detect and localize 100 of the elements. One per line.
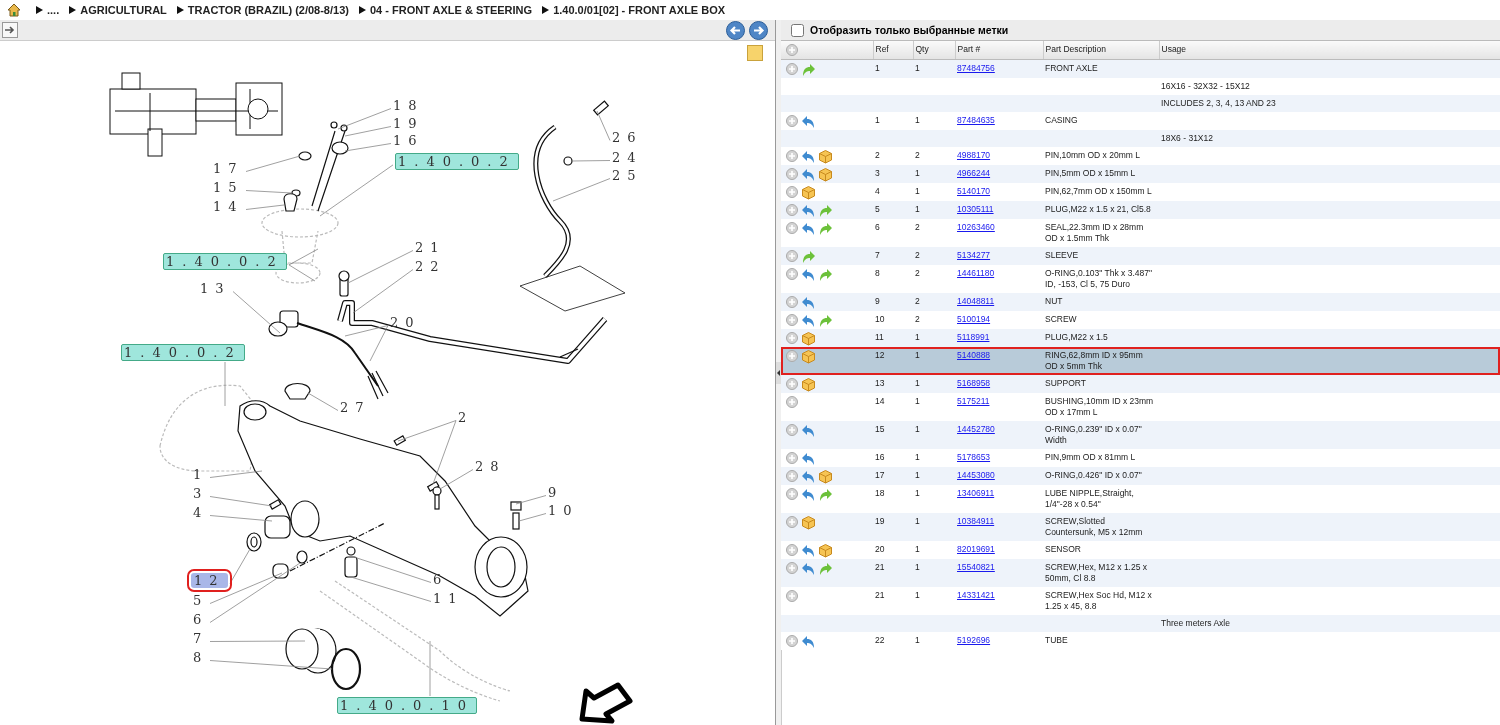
- quantity: 1: [913, 393, 955, 421]
- reference-label: 1.40.0.2: [395, 153, 519, 170]
- leader-line: [429, 640, 431, 697]
- leader-line: [245, 155, 301, 172]
- reference-label: 1.40.0.10: [337, 697, 478, 714]
- quantity: 1: [913, 375, 955, 393]
- callout-number: 19: [393, 116, 424, 131]
- part-number-link: 87484635: [957, 115, 995, 125]
- quantity: 2: [913, 247, 955, 265]
- leader-line: [344, 325, 389, 337]
- quantity: 1: [913, 541, 955, 559]
- callout-number: 26: [612, 130, 643, 145]
- callout-number: 6: [193, 612, 209, 627]
- leader-line: [307, 392, 339, 411]
- ref-number: 16: [873, 449, 913, 467]
- part-description: SUPPORT: [1043, 375, 1159, 393]
- leader-line: [439, 469, 474, 490]
- part-description: NUT: [1043, 293, 1159, 311]
- callout-number: 7: [193, 631, 209, 646]
- callout-number: 17: [213, 161, 244, 176]
- callout-number: 14: [213, 199, 244, 214]
- part-number-link: 4966244: [957, 168, 991, 178]
- callout-number: 16: [393, 133, 424, 148]
- leader-line: [319, 164, 394, 217]
- quantity: 1: [913, 59, 955, 78]
- ref-number: 14: [873, 393, 913, 421]
- quantity: 1: [913, 421, 955, 449]
- quantity: 1: [913, 587, 955, 615]
- part-description: SCREW,Hex, M12 x 1.25 x 50mm, Cl 8.8: [1043, 559, 1159, 587]
- usage-note: INCLUDES 2, 3, 4, 13 AND 23: [1159, 95, 1500, 112]
- callout-number: 8: [193, 650, 209, 665]
- ref-number: 2: [873, 147, 913, 165]
- callout-number: 6: [433, 572, 449, 587]
- part-description: PIN,9mm OD x 81mm L: [1043, 449, 1159, 467]
- part-description: O-RING,0.426" ID x 0.07": [1043, 467, 1159, 485]
- quantity: 2: [913, 311, 955, 329]
- quantity: 1: [913, 485, 955, 513]
- callout-number: 10: [548, 503, 579, 518]
- quantity: 1: [913, 449, 955, 467]
- ref-number: 18: [873, 485, 913, 513]
- reference-label: 1.40.0.2: [163, 253, 287, 270]
- leader-line: [350, 576, 432, 602]
- breadcrumb-link: ....: [47, 4, 60, 16]
- usage-note: 18X6 - 31X12: [1159, 130, 1500, 147]
- leader-line: [209, 470, 263, 478]
- leader-line: [344, 126, 392, 137]
- part-number-link: 10384911: [957, 516, 995, 526]
- callout-number: 28: [475, 459, 506, 474]
- ref-number: 1: [873, 59, 913, 78]
- leader-line: [515, 495, 547, 505]
- ref-number: 21: [873, 587, 913, 615]
- quantity: 1: [913, 513, 955, 541]
- callout-number: 13: [200, 281, 231, 296]
- part-description: SCREW: [1043, 311, 1159, 329]
- leader-line: [209, 496, 273, 507]
- ref-number: 22: [873, 632, 913, 650]
- part-number-link: 87484756: [957, 63, 995, 73]
- leader-line: [337, 108, 392, 130]
- part-description: PIN,10mm OD x 20mm L: [1043, 147, 1159, 165]
- ref-number: 20: [873, 541, 913, 559]
- leader-line: [369, 325, 389, 362]
- quantity: 1: [913, 329, 955, 347]
- callout-number: 3: [193, 486, 209, 501]
- leader-line: [288, 248, 319, 266]
- part-number-link: 14331421: [957, 590, 995, 600]
- breadcrumb-link: AGRICULTURAL: [80, 4, 167, 16]
- callout-number: 20: [390, 315, 421, 330]
- ref-number: 5: [873, 201, 913, 219]
- callout-number: 22: [415, 259, 446, 274]
- callout-number: 9: [548, 485, 564, 500]
- ref-number: 9: [873, 293, 913, 311]
- ref-number: 10: [873, 311, 913, 329]
- leader-line: [397, 420, 457, 442]
- part-number-link: 14461180: [957, 268, 995, 278]
- part-description: FRONT AXLE: [1043, 59, 1159, 78]
- ref-number: 8: [873, 265, 913, 293]
- ref-number: 4: [873, 183, 913, 201]
- quantity: 1: [913, 201, 955, 219]
- part-description: BUSHING,10mm ID x 23mm OD x 17mm L: [1043, 393, 1159, 421]
- part-number-link: 5118991: [957, 332, 990, 342]
- callout-number: 2: [458, 410, 474, 425]
- part-number-link: 5140888: [957, 350, 991, 360]
- part-number-link: 5175211: [957, 396, 990, 406]
- part-number-link: 5192696: [957, 635, 991, 645]
- breadcrumb-link: 1.40.0/01[02] - FRONT AXLE BOX: [553, 4, 726, 16]
- leader-line: [209, 640, 306, 642]
- leader-line: [571, 160, 611, 162]
- quantity: 2: [913, 265, 955, 293]
- quantity: 1: [913, 467, 955, 485]
- leader-line: [344, 143, 392, 152]
- breadcrumb-link: 04 - FRONT AXLE & STEERING: [369, 4, 533, 16]
- part-description: SLEEVE: [1043, 247, 1159, 265]
- reference-label: 1.40.0.2: [121, 344, 245, 361]
- callout-number: 18: [393, 98, 424, 113]
- column-header: Usage: [1159, 41, 1500, 60]
- ref-number: 13: [873, 375, 913, 393]
- ref-number: 21: [873, 559, 913, 587]
- part-description: SCREW,Slotted Countersunk, M5 x 12mm: [1043, 513, 1159, 541]
- quantity: 2: [913, 293, 955, 311]
- part-number-link: 5100194: [957, 314, 991, 324]
